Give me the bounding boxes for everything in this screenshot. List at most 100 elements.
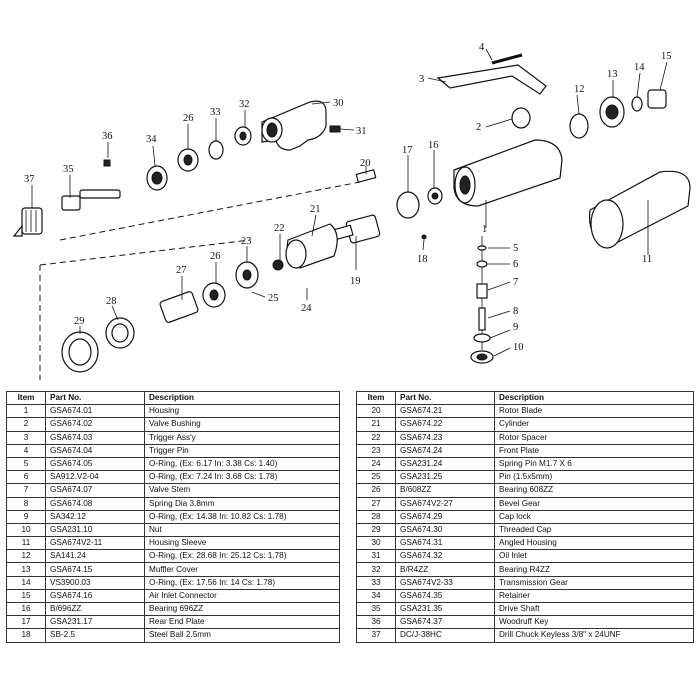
table-header: Item Part No. Description — [356, 390, 694, 406]
cell-part-no: SA912.V2-04 — [45, 470, 145, 485]
callout-12: 12 — [574, 84, 585, 95]
cell-description: Bearing R4ZZ — [494, 562, 694, 577]
rear-end-plate — [396, 191, 420, 219]
callout-28: 28 — [106, 296, 117, 307]
cell-description: Transmission Gear — [494, 575, 694, 590]
cell-part-no: GSA674V2-11 — [45, 536, 145, 551]
cell-description: Retainer — [494, 588, 694, 604]
cell-description: Bearing 696ZZ — [144, 601, 340, 617]
cell-item: 26 — [356, 483, 396, 498]
oring-12 — [569, 113, 589, 139]
callout-5: 5 — [513, 243, 518, 254]
cell-part-no: GSA231.17 — [45, 615, 145, 630]
cell-item: 13 — [6, 562, 46, 577]
callout-31: 31 — [356, 126, 367, 137]
exploded-parts-diagram: 1 2 3 4 5 6 7 8 9 10 11 12 13 14 15 16 1… — [12, 42, 691, 380]
cell-description: Angled Housing — [494, 536, 694, 551]
cell-item: 25 — [356, 470, 396, 485]
cell-part-no: GSA674.07 — [45, 483, 145, 498]
cell-part-no: GSA231.25 — [395, 470, 495, 485]
cell-item: 37 — [356, 628, 396, 643]
cell-part-no: B/696ZZ — [45, 601, 145, 617]
cell-part-no: GSA674.02 — [45, 417, 145, 432]
cell-item: 11 — [6, 536, 46, 551]
cell-item: 31 — [356, 549, 396, 564]
valve-bushing — [511, 107, 531, 129]
cell-item: 23 — [356, 443, 396, 458]
table-header: Item Part No. Description — [6, 390, 340, 406]
callout-37: 37 — [24, 174, 35, 185]
callout-23: 23 — [241, 236, 252, 247]
cell-part-no: GSA674.22 — [395, 417, 495, 432]
cell-description: Valve Stem — [144, 483, 340, 498]
cell-part-no: GSA674.24 — [395, 443, 495, 458]
cell-item: 10 — [6, 522, 46, 538]
cell-description: Drill Chuck Keyless 3/8" x 24UNF — [494, 628, 694, 643]
cell-description: Drive Shaft — [494, 601, 694, 617]
cell-part-no: GSA674.21 — [395, 404, 495, 419]
callout-11: 11 — [642, 254, 652, 265]
cell-item: 9 — [6, 509, 46, 524]
cell-part-no: GSA674.15 — [45, 562, 145, 577]
callout-36: 36 — [102, 131, 113, 142]
cell-part-no: SA342.12 — [45, 509, 145, 524]
callout-27: 27 — [176, 265, 187, 276]
callout-8: 8 — [513, 306, 518, 317]
cell-description: Steel Ball 2.5mm — [144, 628, 340, 643]
header-part-no: Part No. — [45, 390, 145, 406]
cell-item: 5 — [6, 456, 46, 472]
cell-item: 24 — [356, 456, 396, 472]
cell-part-no: GSA231.35 — [395, 601, 495, 617]
cell-part-no: B/R4ZZ — [395, 562, 495, 577]
cell-part-no: GSA674V2-27 — [395, 496, 495, 511]
cell-item: 28 — [356, 509, 396, 524]
cell-description: O-Ring, (Ex: 14.38 In: 10.82 Cs: 1.78) — [144, 509, 340, 524]
cell-part-no: DC/J-38HC — [395, 628, 495, 643]
cell-item: 17 — [6, 615, 46, 630]
cell-item: 18 — [6, 628, 46, 643]
cell-part-no: GSA674.03 — [45, 430, 145, 445]
cell-item: 30 — [356, 536, 396, 551]
callout-22: 22 — [274, 223, 285, 234]
callout-6: 6 — [513, 259, 518, 270]
cell-part-no: GSA674.23 — [395, 430, 495, 445]
cell-description: Housing Sleeve — [144, 536, 340, 551]
woodruff-key — [103, 159, 111, 167]
cell-description: Housing — [144, 404, 340, 419]
cell-description: Spring Dia 3.8mm — [144, 496, 340, 511]
cell-description: Air Inlet Connector — [144, 588, 340, 604]
callout-21: 21 — [310, 204, 321, 215]
callout-2: 2 — [476, 122, 481, 133]
rotor-spacer — [272, 259, 284, 271]
callout-3: 3 — [419, 74, 424, 85]
cell-item: 32 — [356, 562, 396, 577]
callout-9: 9 — [513, 322, 518, 333]
callout-26-upper: 26 — [183, 113, 194, 124]
cell-description: Trigger Pin — [144, 443, 340, 458]
header-item: Item — [356, 390, 396, 406]
cell-part-no: GSA231.10 — [45, 522, 145, 538]
cell-item: 1 — [6, 404, 46, 419]
callout-4: 4 — [479, 42, 485, 53]
cell-description: O-Ring, (Ex: 7.24 In: 3.68 Cs: 1.78) — [144, 470, 340, 485]
